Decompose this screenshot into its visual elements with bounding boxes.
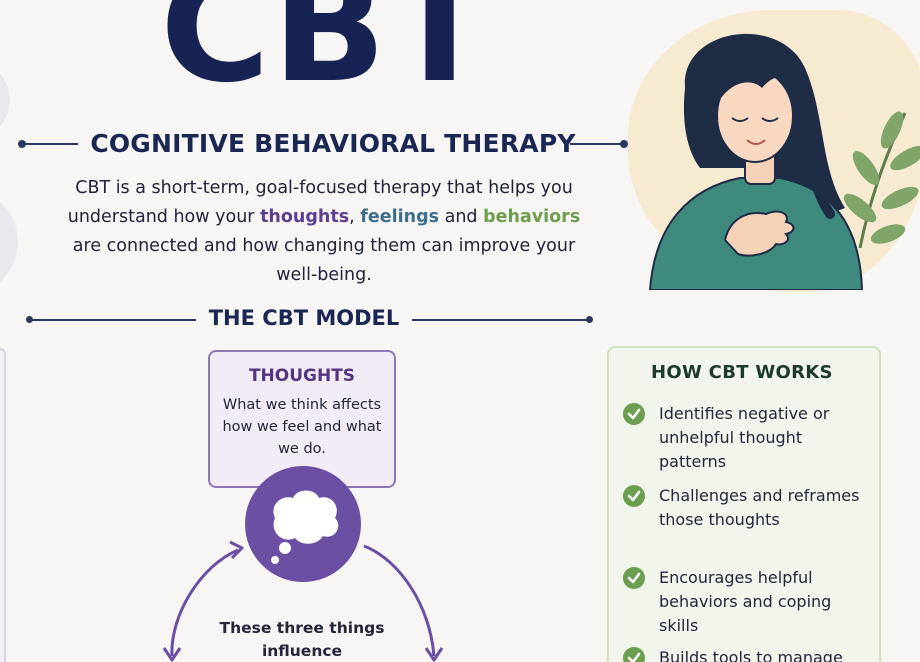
model-header-row: THE CBT MODEL — [26, 304, 594, 336]
thought-circle — [245, 466, 361, 582]
keyword-feelings: feelings — [360, 207, 440, 227]
page-title: CBT — [160, 0, 493, 116]
list-item-label: Identifies negative or unhelpful thought… — [659, 404, 830, 471]
divider-dot — [620, 140, 628, 148]
model-center-text: These three things influence — [219, 619, 385, 660]
divider-dot — [26, 316, 33, 323]
thoughts-title: THOUGHTS — [248, 366, 356, 386]
divider-line — [412, 319, 588, 321]
divider-line — [30, 319, 196, 321]
page-subtitle: COGNITIVE BEHAVIORAL THERAPY — [90, 129, 576, 158]
divider-dot — [586, 316, 593, 323]
keyword-behaviors: behaviors — [483, 207, 581, 227]
intro-paragraph: CBT is a short-term, goal-focused therap… — [60, 174, 588, 290]
intro-text: , — [349, 207, 361, 227]
divider-line — [570, 143, 624, 145]
keyword-thoughts: thoughts — [260, 207, 350, 227]
thoughts-description: What we think affects how we feel and wh… — [222, 397, 382, 457]
subtitle-row: COGNITIVE BEHAVIORAL THERAPY — [18, 124, 628, 164]
intro-text: are connected and how changing them can … — [72, 236, 576, 285]
intro-text: CBT is a short-term, goal-focused therap… — [67, 178, 573, 227]
model-title: THE CBT MODEL — [208, 306, 400, 330]
list-item-label: Challenges and reframes those thoughts — [659, 486, 860, 529]
left-panel-edge — [0, 348, 6, 662]
decorative-circle — [0, 60, 10, 140]
divider-line — [22, 143, 78, 145]
intro-text: and — [439, 207, 484, 227]
check-icon — [623, 403, 645, 425]
thoughts-card: THOUGHTS What we think affects how we fe… — [208, 350, 396, 488]
decorative-circle — [0, 188, 18, 296]
arrow-icon — [363, 544, 444, 662]
list-item-label: Builds tools to manage — [659, 648, 843, 662]
thought-bubble-icon — [271, 490, 339, 564]
list-item-label: Encourages helpful behaviors and coping … — [659, 568, 832, 635]
check-icon — [623, 567, 645, 589]
how-cbt-works-title: HOW CBT WORKS — [651, 362, 833, 383]
check-icon — [623, 485, 645, 507]
woman-illustration — [648, 33, 920, 290]
leaf-icon — [843, 111, 920, 249]
check-icon — [623, 647, 645, 662]
how-cbt-works-card: HOW CBT WORKS Identifies negative or unh… — [607, 346, 881, 662]
arrow-icon — [162, 540, 244, 662]
